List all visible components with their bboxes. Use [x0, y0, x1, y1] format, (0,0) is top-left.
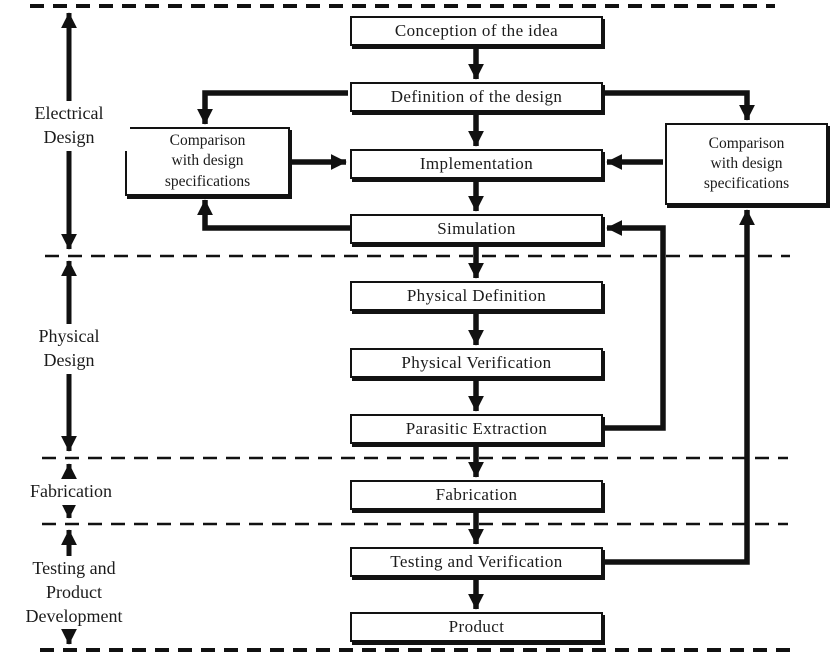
comparison-right-line2: with design — [710, 154, 783, 172]
node-testing-verification: Testing and Verification — [350, 547, 603, 577]
phase-line: Development — [25, 605, 123, 626]
phase-line: Design — [43, 126, 95, 147]
node-label: Simulation — [437, 219, 516, 238]
node-label: Physical Definition — [406, 286, 547, 305]
node-fabrication: Fabrication — [350, 480, 603, 510]
node-label: Implementation — [419, 154, 534, 173]
phase-label-testing-product-development: Testing and Product Development — [0, 556, 148, 630]
node-product: Product — [350, 612, 603, 642]
node-label: Parasitic Extraction — [405, 419, 548, 438]
node-simulation: Simulation — [350, 214, 603, 244]
node-physical-verification: Physical Verification — [350, 348, 603, 378]
node-comparison-right: Comparison with design specifications — [665, 123, 828, 205]
phase-label-electrical-design: Electrical Design — [8, 101, 130, 151]
feedback-arrow-simulation-to-left-comparison — [197, 199, 350, 231]
phase-line: Fabrication — [30, 481, 112, 501]
node-definition: Definition of the design — [350, 82, 603, 112]
phase-line: Physical — [38, 326, 100, 346]
phase-line: Product — [46, 581, 102, 602]
node-conception: Conception of the idea — [350, 16, 603, 46]
feedback-arrow-testing-to-right-comparison — [603, 209, 755, 565]
phase-line: Testing and — [32, 558, 116, 578]
comparison-left-line2: with design — [171, 152, 244, 170]
node-physical-definition: Physical Definition — [350, 281, 603, 311]
feedback-arrow-definition-to-right-comparison — [603, 90, 755, 121]
comparison-left-line3: specifications — [164, 172, 251, 190]
node-label: Definition of the design — [390, 87, 563, 106]
node-label: Testing and Verification — [390, 552, 563, 571]
phase-label-physical-design: Physical Design — [8, 324, 130, 374]
phase-label-fabrication: Fabrication — [4, 479, 138, 505]
comparison-right-line3: specifications — [703, 175, 790, 193]
node-label: Conception of the idea — [394, 21, 559, 40]
feedback-arrow-definition-to-left-comparison — [197, 90, 348, 125]
node-parasitic-extraction: Parasitic Extraction — [350, 414, 603, 444]
comparison-left-line1: Comparison — [169, 132, 246, 150]
phase-line: Design — [43, 349, 95, 370]
phase-line: Electrical — [34, 103, 104, 123]
node-implementation: Implementation — [350, 149, 603, 179]
feedback-arrow-parasitic-to-simulation — [603, 220, 666, 431]
comparison-right-line1: Comparison — [708, 134, 785, 152]
node-label: Fabrication — [435, 485, 518, 504]
node-comparison-left: Comparison with design specifications — [125, 127, 290, 196]
node-label: Physical Verification — [401, 353, 552, 372]
node-label: Product — [448, 617, 505, 636]
